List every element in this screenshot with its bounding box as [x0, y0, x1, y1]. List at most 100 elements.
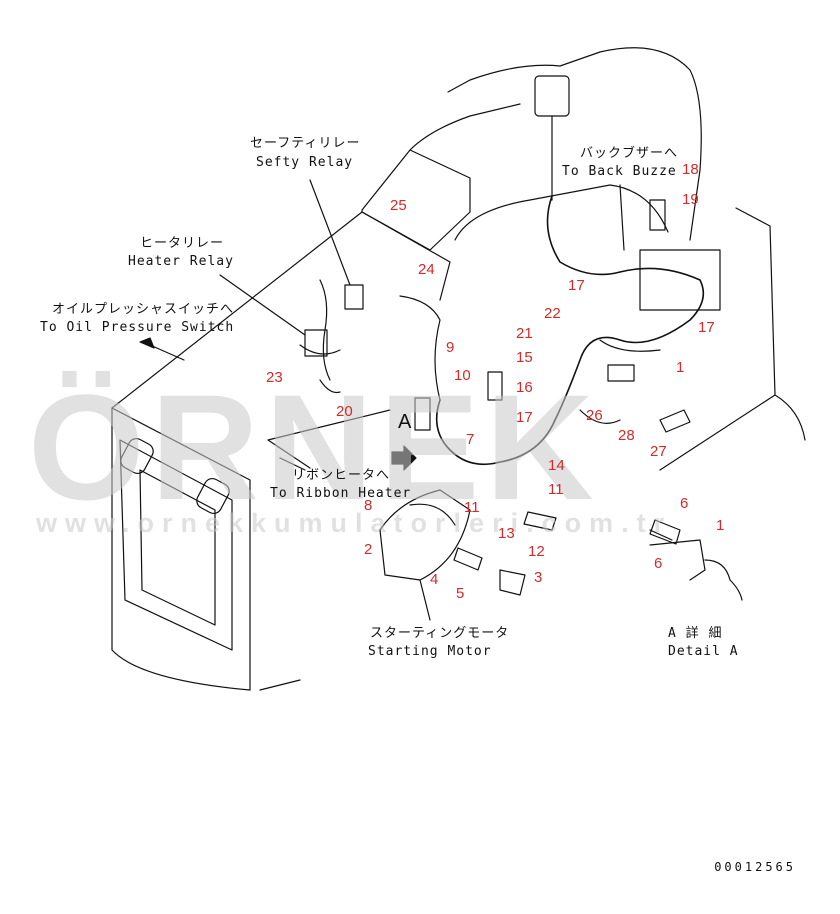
bracket-3	[499, 569, 526, 596]
part-number: 6	[680, 495, 689, 512]
drawing-code: 00012565	[714, 860, 796, 874]
label-heater-relay-jp: ヒータリレー	[140, 236, 225, 251]
arrow-left-oil	[139, 337, 155, 349]
bolt-18	[649, 199, 666, 231]
part-number: 17	[568, 277, 585, 294]
part-number: 1	[676, 359, 685, 376]
part-number: 9	[446, 339, 455, 356]
detail-a-bolt-1	[649, 519, 681, 545]
part-number: 17	[698, 319, 715, 336]
bolt-5	[453, 547, 483, 571]
safety-relay-box	[344, 284, 364, 310]
part-number: 12	[528, 543, 545, 560]
part-number: 26	[586, 407, 603, 424]
part-number: 11	[548, 481, 564, 498]
detail-a-bolt-2	[649, 529, 673, 541]
bolt-9	[414, 397, 431, 431]
part-number: 10	[454, 367, 471, 384]
part-number: 17	[516, 409, 533, 426]
part-number: 14	[548, 457, 565, 474]
label-oil-pressure-jp: オイルプレッシャスイッチへ	[52, 302, 235, 317]
grille-inner	[139, 469, 216, 626]
grille-slot-left	[120, 437, 154, 475]
floor-edge	[659, 394, 806, 471]
part-number: 25	[390, 197, 407, 214]
starting-motor-body	[379, 489, 471, 581]
label-oil-pressure-en: To Oil Pressure Switch	[40, 320, 235, 335]
part-number: 15	[516, 349, 533, 366]
part-number: 2	[364, 541, 373, 558]
label-back-buzzer-en: To Back Buzze	[562, 164, 677, 179]
harness-branch-2	[579, 409, 621, 424]
label-callout-a: A	[398, 411, 413, 433]
part-number: 6	[654, 555, 663, 572]
label-detail-a-jp: A 詳 細	[668, 626, 723, 641]
part-number: 22	[544, 305, 561, 322]
leader-starting-motor	[419, 579, 431, 621]
part-number: 3	[534, 569, 543, 586]
part-number: 11	[464, 499, 480, 516]
part-number: 8	[364, 497, 373, 514]
part-number: 24	[418, 261, 435, 278]
leader-safety-relay	[309, 179, 351, 286]
part-number: 7	[466, 431, 475, 448]
hood-bottom	[259, 679, 301, 691]
part-number: 23	[266, 369, 283, 386]
harness-branch-1	[599, 339, 661, 352]
leader-oil-pressure	[149, 344, 185, 361]
cab-top-edge	[409, 103, 521, 151]
label-ribbon-heater-jp: リボンヒータへ	[292, 468, 391, 483]
grille-slot-right	[196, 477, 230, 515]
part-number: 19	[682, 191, 699, 208]
part-number: 18	[682, 161, 699, 178]
label-heater-relay-en: Heater Relay	[128, 254, 234, 269]
part-number: 4	[430, 571, 439, 588]
watermark-brand: ÖRNEK	[28, 363, 600, 531]
heater-relay-box	[304, 329, 328, 357]
wire-heater-relay	[299, 344, 341, 355]
label-safety-relay-jp: セーフティリレー	[250, 136, 361, 151]
connector-26	[607, 364, 635, 382]
part-number: 1	[716, 517, 725, 534]
harness-main	[435, 195, 705, 466]
cab-left-panel	[361, 149, 471, 251]
hood-side	[111, 407, 251, 691]
watermark-url: www.ornekkumulatorleri.com.tr	[36, 508, 673, 538]
part-number: 28	[618, 427, 635, 444]
leader-ribbon-heater	[279, 457, 306, 471]
part-number: 21	[516, 325, 533, 342]
seat-cushion-outline	[454, 184, 669, 241]
fender-right	[735, 207, 776, 396]
wire-23	[319, 379, 341, 394]
part-number: 13	[498, 525, 515, 542]
hood-front	[111, 407, 251, 691]
detail-a-wire	[704, 559, 743, 601]
leader-heater-relay	[219, 274, 306, 336]
bolt-15	[487, 371, 503, 401]
ribbon-heater-arrow	[391, 445, 417, 471]
bolt-27	[659, 409, 691, 433]
headrest	[534, 75, 570, 117]
label-starting-motor-jp: スターティングモータ	[370, 626, 510, 641]
detail-a-callout-lines	[267, 409, 391, 469]
label-back-buzzer-jp: バックブザーへ	[580, 146, 679, 161]
label-safety-relay-en: Sefty Relay	[256, 155, 354, 170]
harness-left	[399, 295, 441, 401]
part-number: 16	[516, 379, 533, 396]
leader-back-buzzer	[619, 184, 625, 251]
label-ribbon-heater-en: To Ribbon Heater	[270, 486, 412, 501]
label-detail-a-en: Detail A	[668, 644, 739, 659]
grille-panel	[119, 439, 233, 651]
detail-a-bracket	[649, 539, 706, 581]
starting-motor-end	[409, 503, 456, 526]
bolt-12	[523, 511, 557, 531]
part-number: 27	[650, 443, 667, 460]
seat-back-outline	[447, 47, 702, 241]
label-starting-motor-en: Starting Motor	[368, 644, 492, 659]
part-number: 20	[336, 403, 353, 420]
battery-box	[639, 249, 721, 311]
part-number: 5	[456, 585, 465, 602]
hood-top	[111, 211, 451, 409]
